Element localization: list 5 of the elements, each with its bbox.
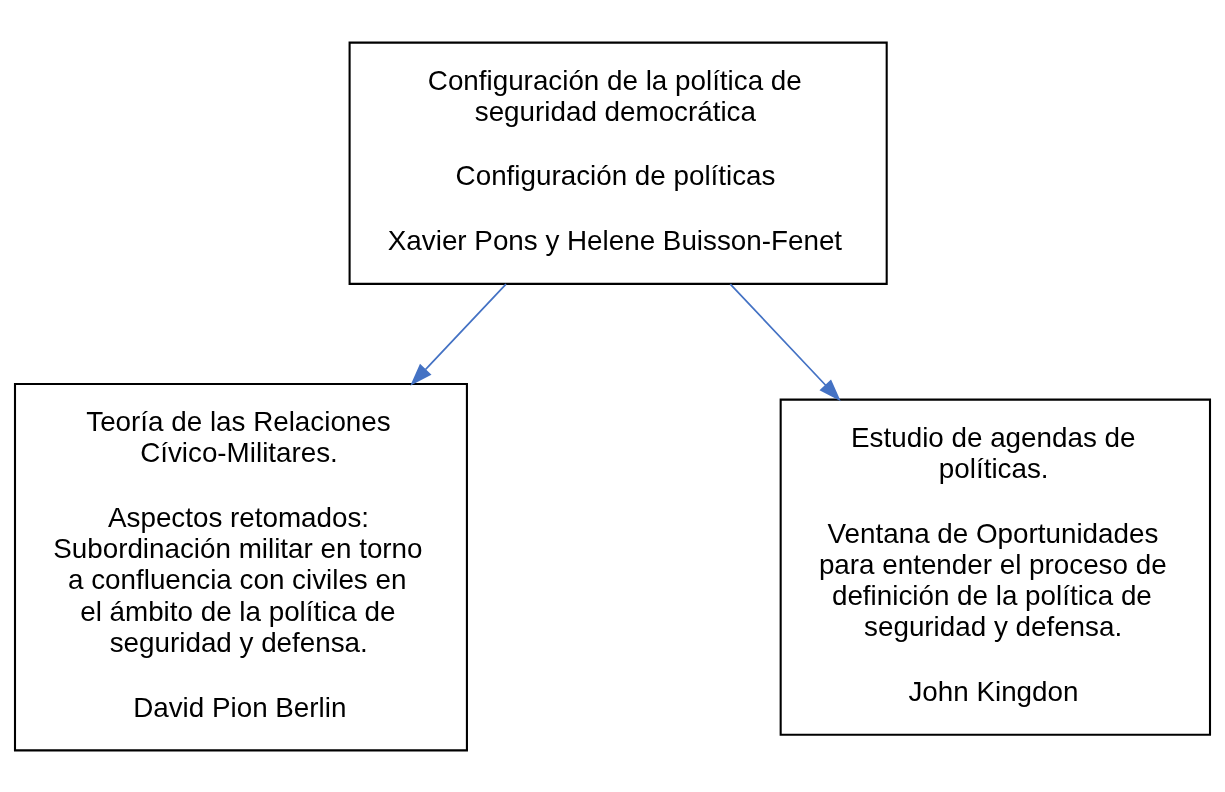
arrow xyxy=(410,282,507,386)
node-box: Configuración de la política de seguridad democrática Configuración de políticas Xavier Pons y Helene Buisson-Fenet xyxy=(348,41,888,285)
node-box: Estudio de agendas de políticas. Ventana de Oportunidades para entender el proceso de definición de la política de seguridad y defensa. John Kingdon xyxy=(779,398,1212,736)
node-box: Teoría de las Relaciones Cívico-Militares. Aspectos retomados: Subordinación militar en torno a confluencia con civiles en el ámbito de la política de seguridad y defensa. David Pion Berlin xyxy=(13,382,468,751)
arrow xyxy=(729,282,841,401)
